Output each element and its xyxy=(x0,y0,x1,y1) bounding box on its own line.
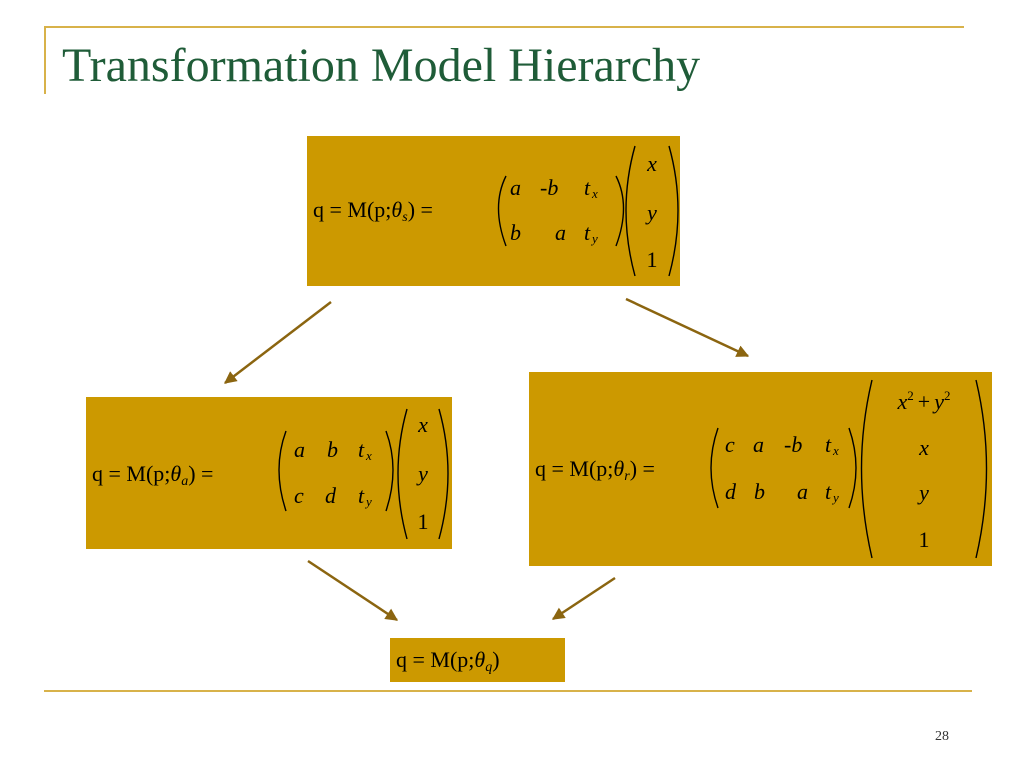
page-number: 28 xyxy=(935,729,949,744)
matrix-left-paren xyxy=(278,430,287,512)
vector-left-paren xyxy=(625,145,636,277)
theta-symbol: θ xyxy=(613,456,624,481)
superscript: 2 xyxy=(907,388,914,403)
lhs-prefix: q = M(p; xyxy=(313,197,391,222)
matrix-cell: a xyxy=(753,432,764,457)
lhs-suffix: ) = xyxy=(188,461,213,486)
arrow-similarity-to-affine xyxy=(224,301,332,384)
matrix-cell: b xyxy=(754,479,765,504)
vector-left-paren xyxy=(397,408,408,540)
svg-text:q = M(p;θr) =: q = M(p;θr) = xyxy=(535,456,655,484)
matrix-cell: t xyxy=(825,432,832,457)
affine-equation: q = M(p;θa) = a b t x c d t y x y 1 xyxy=(92,408,449,540)
lhs-prefix: q = M(p; xyxy=(396,647,474,672)
vector-x-term: x xyxy=(897,389,908,414)
theta-subscript: r xyxy=(624,469,630,484)
matrix-cell: a xyxy=(510,175,521,200)
matrix-cell-subscript: x xyxy=(832,443,839,458)
matrix-cell: b xyxy=(510,220,521,245)
vector-cell: x xyxy=(417,412,428,437)
vector-left-paren xyxy=(860,379,873,559)
vector-cell: 1 xyxy=(919,527,930,552)
vector-right-paren xyxy=(975,379,988,559)
matrix-cell-subscript: x xyxy=(365,448,372,463)
matrix-cell: t xyxy=(825,479,832,504)
radial-node: q = M(p;θr) = c a -b t x d b a t y x2+y2… xyxy=(529,372,992,566)
matrix-left-paren xyxy=(710,427,719,509)
affine-node: q = M(p;θa) = a b t x c d t y x y 1 xyxy=(86,397,452,549)
theta-symbol: θ xyxy=(170,461,181,486)
theta-subscript: a xyxy=(181,474,188,489)
svg-text:q = M(p;θq): q = M(p;θq) xyxy=(396,647,500,675)
matrix-cell-subscript: x xyxy=(591,186,598,201)
slide-title: Transformation Model Hierarchy xyxy=(62,39,701,92)
vector-cell: x xyxy=(646,151,657,176)
matrix-cell-subscript: y xyxy=(364,494,372,509)
matrix-cell: a xyxy=(555,220,566,245)
matrix-right-paren xyxy=(848,427,857,509)
general-equation: q = M(p;θq) xyxy=(396,647,500,675)
matrix-cell: c xyxy=(725,432,735,457)
arrow-similarity-to-radial xyxy=(625,297,750,358)
vector-right-paren xyxy=(438,408,449,540)
lhs-suffix: ) = xyxy=(408,197,433,222)
arrow-affine-to-general xyxy=(307,559,399,622)
theta-subscript: s xyxy=(402,210,408,225)
matrix-cell-subscript: y xyxy=(590,231,598,246)
general-node: q = M(p;θq) xyxy=(390,638,565,682)
lhs-suffix: ) = xyxy=(630,456,655,481)
theta-symbol: θ xyxy=(391,197,402,222)
matrix-cell: t xyxy=(584,175,591,200)
matrix-cell: t xyxy=(584,220,591,245)
vector-cell: x xyxy=(918,435,929,460)
vector-y-term: y xyxy=(932,389,944,414)
vector-cell: y xyxy=(645,200,657,225)
vector-cell: x2+y2 xyxy=(897,388,951,414)
svg-text:q = M(p;θa) =: q = M(p;θa) = xyxy=(92,461,213,489)
lhs-prefix: q = M(p; xyxy=(535,456,613,481)
matrix-cell-subscript: y xyxy=(831,490,839,505)
radial-equation: q = M(p;θr) = c a -b t x d b a t y x2+y2… xyxy=(535,379,988,559)
matrix-cell: d xyxy=(325,483,337,508)
matrix-right-paren xyxy=(385,430,394,512)
theta-subscript: q xyxy=(485,660,492,675)
superscript: 2 xyxy=(944,388,951,403)
matrix-cell: c xyxy=(294,483,304,508)
vector-cell: 1 xyxy=(647,247,658,272)
arrow-radial-to-general xyxy=(551,576,616,621)
matrix-cell: a xyxy=(294,437,305,462)
similarity-equation: q = M(p;θs) = a -b t x b a t y x y 1 xyxy=(313,145,679,277)
matrix-cell: -b xyxy=(540,175,558,200)
plus-sign: + xyxy=(918,389,930,414)
similarity-node: q = M(p;θs) = a -b t x b a t y x y 1 xyxy=(307,136,680,286)
vector-cell: y xyxy=(416,461,428,486)
matrix-cell: d xyxy=(725,479,737,504)
frame-top-rule xyxy=(44,26,964,28)
matrix-cell: -b xyxy=(784,432,802,457)
matrix-left-paren xyxy=(497,175,507,247)
matrix-cell: t xyxy=(358,483,365,508)
matrix-right-paren xyxy=(615,175,625,247)
vector-cell: 1 xyxy=(418,509,429,534)
matrix-cell: t xyxy=(358,437,365,462)
matrix-cell: b xyxy=(327,437,338,462)
frame-left-rule xyxy=(44,26,46,94)
theta-symbol: θ xyxy=(474,647,485,672)
matrix-cell: a xyxy=(797,479,808,504)
vector-right-paren xyxy=(668,145,679,277)
lhs-suffix: ) xyxy=(492,647,499,672)
lhs-prefix: q = M(p; xyxy=(92,461,170,486)
footer-rule xyxy=(44,690,972,692)
svg-text:q = M(p;θs) =: q = M(p;θs) = xyxy=(313,197,433,225)
vector-cell: y xyxy=(917,480,929,505)
